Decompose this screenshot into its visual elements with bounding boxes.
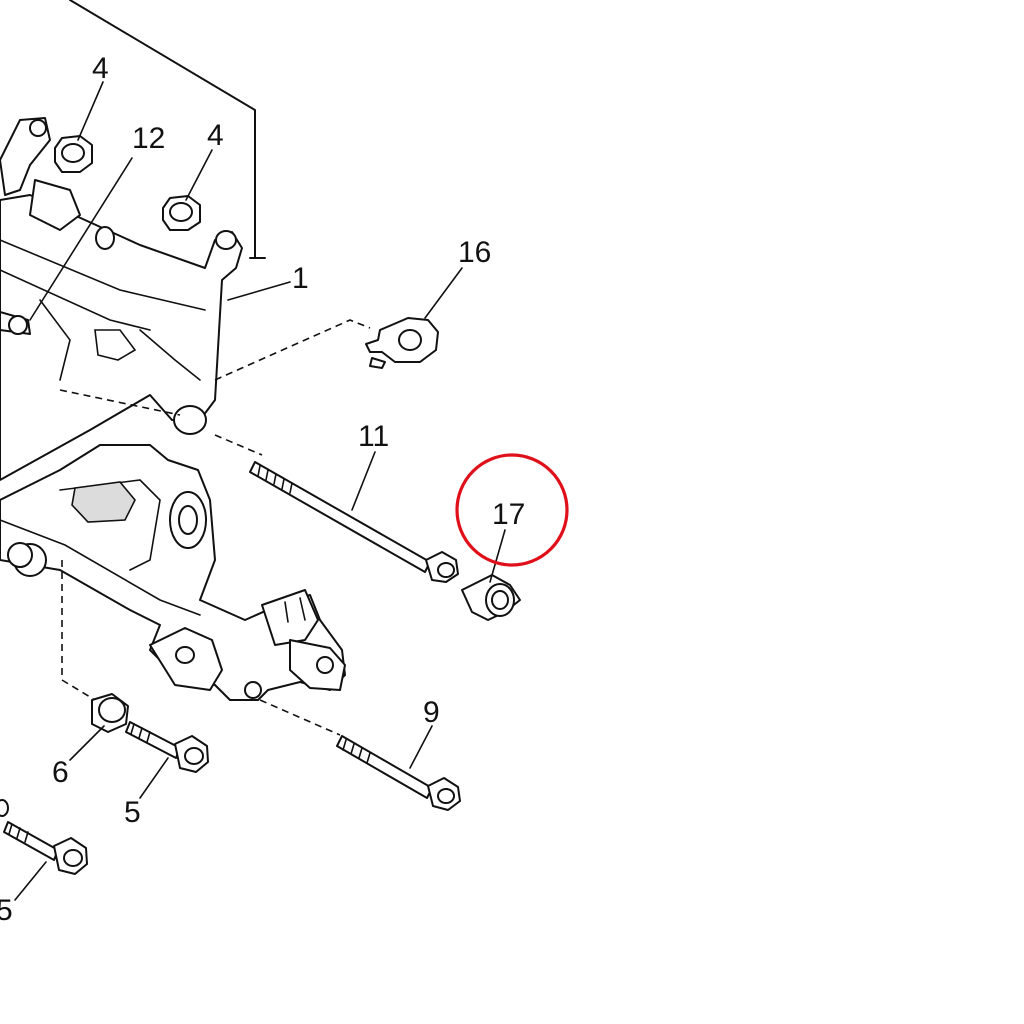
nut-4-left <box>54 135 93 173</box>
nut-4-right <box>162 195 201 231</box>
bolt-9 <box>336 735 461 811</box>
callout-12: 12 <box>132 122 165 155</box>
callout-6: 6 <box>52 756 69 789</box>
callout-1: 1 <box>292 262 309 295</box>
callout-17: 17 <box>492 498 525 531</box>
callout-4-left: 4 <box>92 52 109 85</box>
callout-4-right: 4 <box>207 119 224 152</box>
assembly-lines <box>59 319 371 736</box>
plate-16 <box>365 317 439 369</box>
callout-9: 9 <box>423 696 440 729</box>
highlight-circle-17 <box>455 453 569 567</box>
callout-5-upper: 5 <box>124 796 141 829</box>
bolt-5-lower <box>0 799 88 875</box>
bolt-5-upper <box>125 721 209 773</box>
callout-labels: 4 12 4 1 16 11 17 9 6 5 5 <box>0 52 525 927</box>
callout-16: 16 <box>458 236 491 269</box>
bolt-11 <box>249 461 459 583</box>
rear-frame-assembly <box>0 117 346 701</box>
callout-5-lower: 5 <box>0 894 13 927</box>
callout-11: 11 <box>358 420 389 453</box>
bracket-outline-lines <box>69 0 266 259</box>
leader-lines <box>14 81 506 901</box>
collar-6 <box>91 693 129 733</box>
collar-17 <box>461 574 521 621</box>
